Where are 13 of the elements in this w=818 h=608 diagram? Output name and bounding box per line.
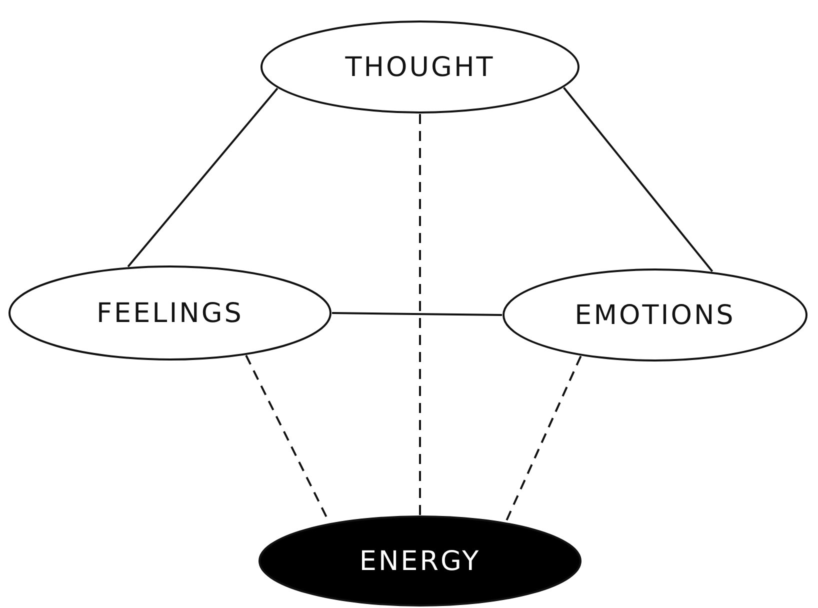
ellipse-node bbox=[260, 20, 580, 114]
node-label: THOUGHT bbox=[345, 52, 495, 82]
dashed-line bbox=[504, 356, 582, 522]
ellipse-node bbox=[258, 515, 582, 607]
node-label: ENERGY bbox=[359, 546, 481, 576]
connector-line bbox=[332, 312, 502, 316]
ellipse-node bbox=[502, 268, 808, 362]
node-label: EMOTIONS bbox=[574, 300, 736, 330]
node-label: FEELINGS bbox=[96, 298, 244, 328]
connector-line bbox=[563, 86, 714, 272]
dashed-line bbox=[419, 114, 421, 515]
ellipse-node bbox=[8, 265, 332, 361]
connector-line bbox=[127, 88, 278, 268]
